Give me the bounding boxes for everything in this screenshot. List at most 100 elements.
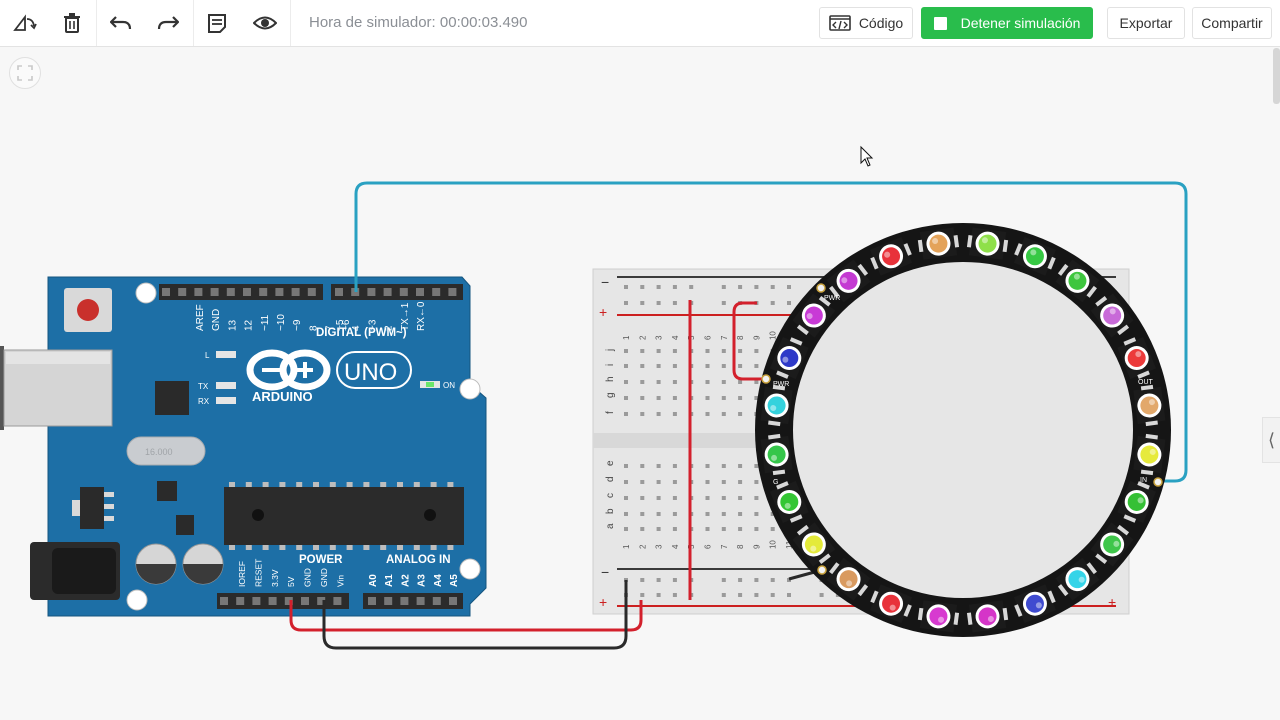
digital-label: DIGITAL (PWM~) — [316, 327, 407, 339]
undo-icon[interactable] — [104, 8, 138, 38]
power-wire[interactable] — [289, 600, 643, 632]
uno-badge — [336, 351, 412, 389]
header-pin[interactable] — [400, 597, 409, 605]
header-pin[interactable] — [307, 288, 316, 296]
data-in-pad[interactable] — [1153, 477, 1163, 487]
power-pin-label: RESET — [253, 559, 263, 587]
analog-pin-label: A5 — [449, 574, 460, 587]
header-pin[interactable] — [301, 597, 309, 605]
header-pin[interactable] — [399, 288, 408, 296]
header-pin[interactable] — [252, 597, 261, 605]
stop-simulation-button[interactable]: Detener simulación — [921, 7, 1093, 39]
header-pin[interactable] — [368, 597, 376, 605]
header-pin[interactable] — [416, 288, 424, 296]
neopixel-led — [769, 336, 809, 380]
header-pin[interactable] — [291, 288, 300, 296]
header-pin[interactable] — [432, 288, 441, 296]
crystal — [126, 436, 206, 466]
redo-icon[interactable] — [151, 8, 185, 38]
header-pin[interactable] — [259, 288, 268, 296]
header-pin[interactable] — [220, 597, 228, 605]
led-label-tx: TX — [198, 382, 209, 391]
ground-wire[interactable] — [322, 580, 628, 650]
header-pin[interactable] — [333, 597, 342, 605]
column-number: 1 — [622, 544, 631, 549]
scrollbar[interactable] — [1273, 48, 1280, 104]
fit-view-button[interactable] — [9, 57, 41, 89]
rotate-icon[interactable] — [8, 8, 42, 38]
notes-icon[interactable] — [200, 8, 234, 38]
ring-power-wire[interactable] — [732, 301, 763, 381]
header-pin[interactable] — [383, 288, 392, 296]
column-number: 4 — [671, 544, 680, 549]
pwr-pad-2[interactable] — [816, 283, 826, 293]
power-pin-label: Vin — [335, 575, 345, 587]
neopixel-ring[interactable]: PWR PWR G IN OUT — [755, 223, 1171, 637]
power-led — [426, 382, 434, 387]
header-pin[interactable] — [268, 597, 277, 605]
header-pin[interactable] — [335, 288, 343, 296]
header-pin[interactable] — [162, 288, 170, 296]
export-label: Exportar — [1119, 15, 1173, 31]
column-number: 6 — [704, 335, 713, 340]
mouse-cursor-icon — [860, 145, 874, 167]
crystal-label: 16.000 — [145, 447, 173, 457]
header-pin[interactable] — [243, 288, 251, 296]
header-pin[interactable] — [367, 288, 376, 296]
code-icon — [829, 15, 851, 31]
header-pin[interactable] — [384, 597, 393, 605]
on-label: ON — [443, 381, 455, 390]
digital-pin-label: ~6 — [341, 319, 352, 331]
digital-pin-label: ~10 — [276, 314, 287, 331]
row-label: j — [605, 349, 616, 352]
simulator-time: Hora de simulador: 00:00:03.490 — [309, 14, 528, 31]
header-pin[interactable] — [178, 288, 187, 296]
microcontroller-chip — [224, 487, 464, 545]
neopixel-led — [1117, 480, 1157, 524]
header-pin[interactable] — [449, 597, 457, 605]
column-number: 3 — [655, 335, 664, 340]
column-number: 5 — [687, 544, 696, 549]
analog-label: ANALOG IN — [386, 554, 451, 566]
fit-view-icon — [17, 65, 33, 81]
neopixel-led — [1013, 584, 1057, 624]
digital-pin-label: TX→1 — [400, 302, 411, 331]
rail-plus-bottom-right: + — [1108, 594, 1116, 610]
data-in-label: IN — [1140, 477, 1147, 484]
side-panel-toggle[interactable]: ⟨ — [1262, 417, 1280, 463]
header-pin[interactable] — [194, 288, 203, 296]
neopixel-led — [769, 480, 809, 524]
rail-minus-top: − — [601, 274, 609, 290]
header-pin[interactable] — [416, 597, 425, 605]
header-pin[interactable] — [236, 597, 245, 605]
digital-pin-label: 12 — [244, 319, 255, 331]
export-button[interactable]: Exportar — [1107, 7, 1185, 39]
column-number: 9 — [752, 544, 761, 549]
share-button[interactable]: Compartir — [1192, 7, 1272, 39]
header-pin[interactable] — [284, 597, 293, 605]
neopixel-led — [1090, 522, 1134, 567]
delete-icon[interactable] — [55, 8, 89, 38]
pwr-pad[interactable] — [761, 374, 771, 384]
code-button[interactable]: Código — [819, 7, 913, 39]
header-pin[interactable] — [448, 288, 457, 296]
neopixel-led — [1055, 259, 1100, 303]
row-label: e — [605, 460, 616, 466]
column-number: 8 — [736, 335, 745, 340]
row-label: g — [605, 392, 616, 398]
visibility-icon[interactable] — [248, 8, 282, 38]
header-pin[interactable] — [317, 597, 326, 605]
column-number: 7 — [720, 335, 729, 340]
ground-pad[interactable] — [817, 565, 827, 575]
header-pin[interactable] — [226, 288, 235, 296]
header-pin[interactable] — [275, 288, 284, 296]
neopixel-led — [966, 600, 1009, 633]
header-pin[interactable] — [432, 597, 441, 605]
row-label: a — [605, 523, 616, 529]
header-pin[interactable] — [210, 288, 219, 296]
stop-label: Detener simulación — [960, 15, 1081, 31]
digital-pin-label: ~3 — [367, 319, 378, 331]
data-wire[interactable] — [354, 181, 1188, 483]
